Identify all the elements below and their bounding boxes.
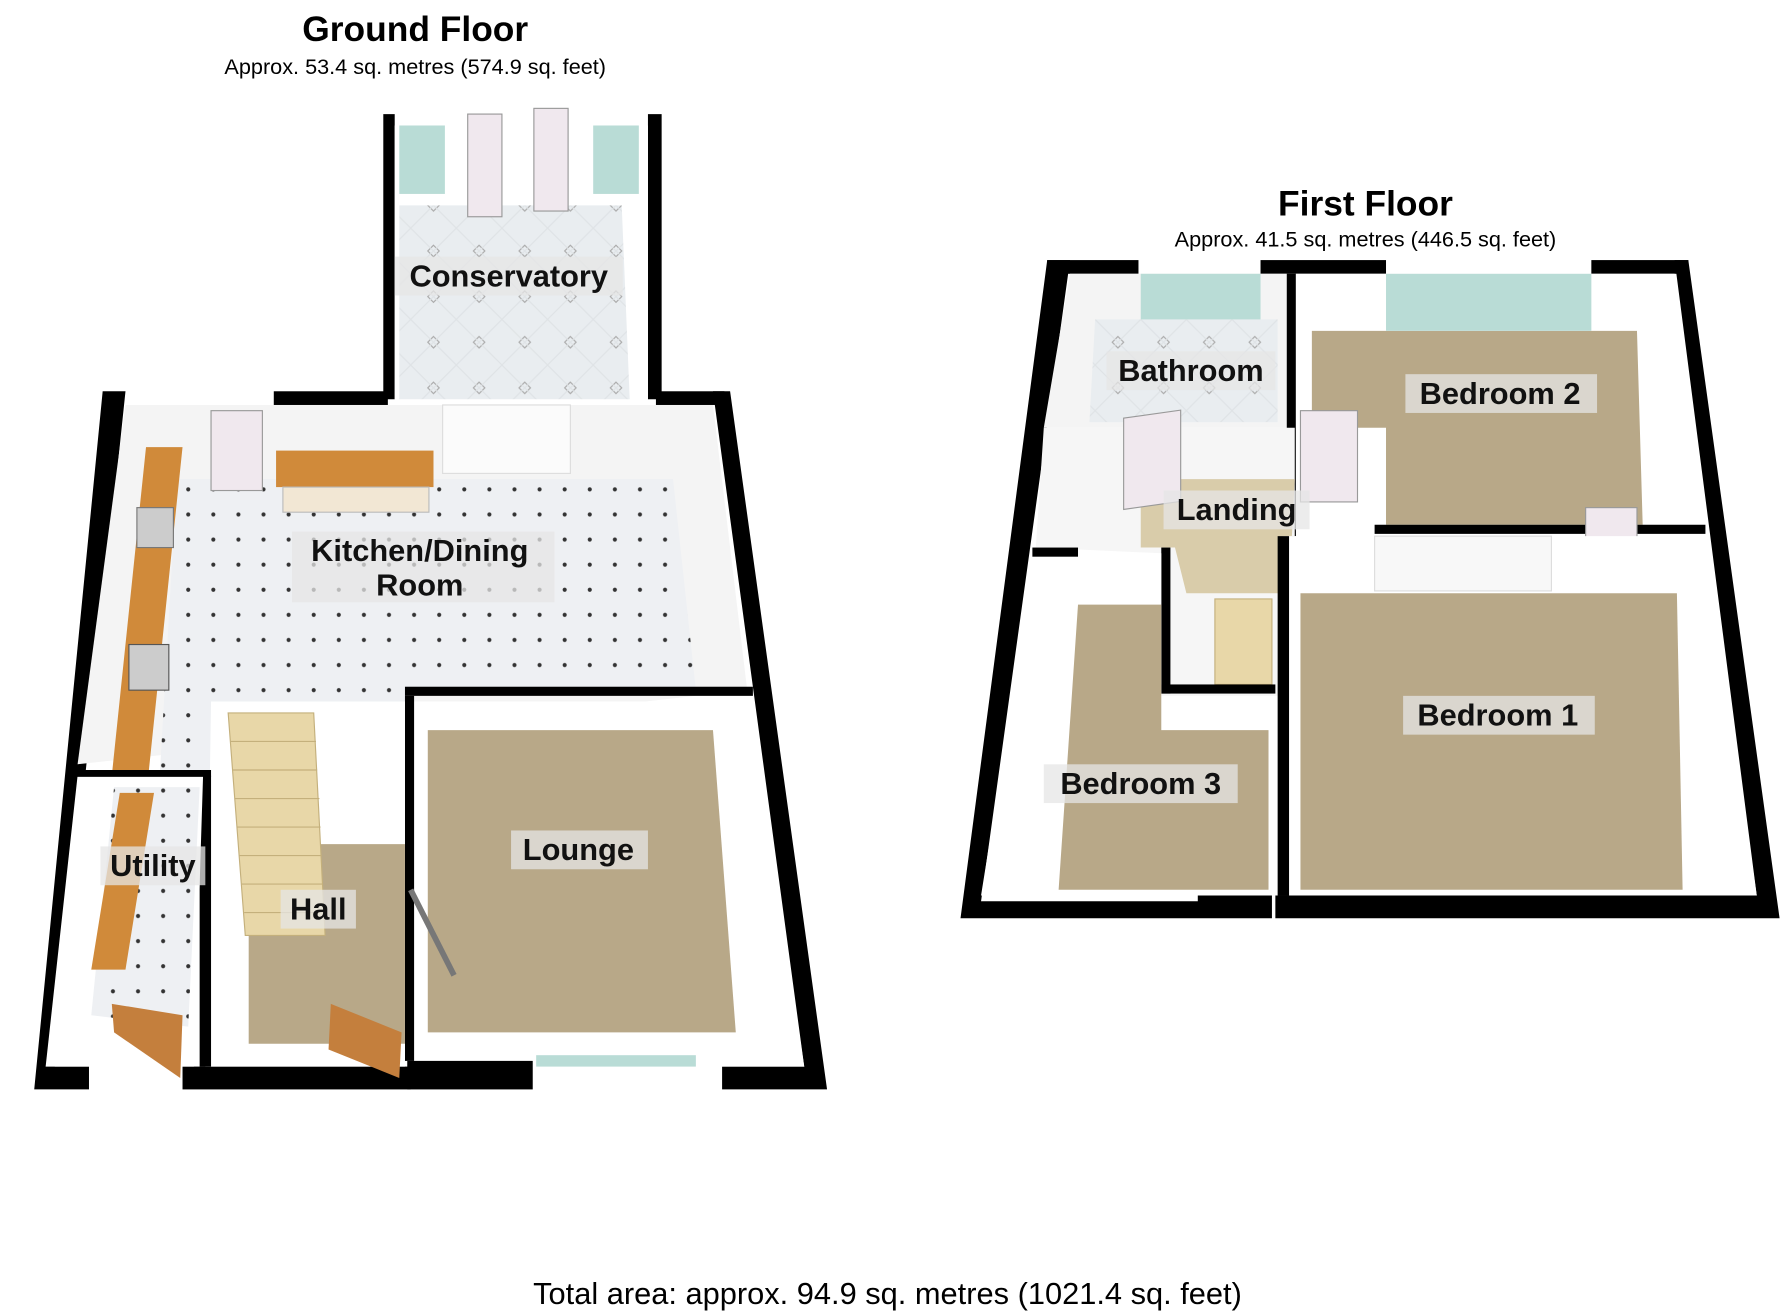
room-label-utility: Utility bbox=[110, 848, 196, 883]
ground-floor-area: Approx. 53.4 sq. metres (574.9 sq. feet) bbox=[224, 54, 606, 79]
room-label-bedroom-1: Bedroom 1 bbox=[1417, 698, 1578, 733]
room-label-bedroom-3: Bedroom 3 bbox=[1060, 766, 1221, 801]
first-floor-title: First Floor bbox=[1278, 185, 1453, 224]
sink-icon bbox=[136, 507, 174, 549]
ground-floor-plan: Conservatory Kitchen/Dining Room Lounge … bbox=[34, 107, 828, 1090]
room-label-kitchen-dining: Kitchen/Dining bbox=[311, 533, 528, 568]
total-area: Total area: approx. 94.9 sq. metres (102… bbox=[533, 1276, 1242, 1311]
hob-icon bbox=[128, 643, 170, 691]
door-icon bbox=[467, 113, 503, 218]
room-label-conservatory: Conservatory bbox=[410, 258, 609, 293]
room-label-lounge: Lounge bbox=[523, 832, 634, 867]
first-floor-area: Approx. 41.5 sq. metres (446.5 sq. feet) bbox=[1175, 226, 1557, 251]
room-label-kitchen-dining-line2: Room bbox=[376, 567, 463, 602]
room-label-hall: Hall bbox=[290, 891, 346, 926]
ground-floor-title: Ground Floor bbox=[302, 10, 528, 49]
room-label-bedroom-2: Bedroom 2 bbox=[1420, 376, 1581, 411]
room-label-landing: Landing bbox=[1177, 492, 1297, 527]
room-label-bathroom: Bathroom bbox=[1118, 353, 1263, 388]
first-floor-plan: Bathroom Bedroom 2 Landing Bedroom 3 Bed… bbox=[960, 260, 1780, 919]
